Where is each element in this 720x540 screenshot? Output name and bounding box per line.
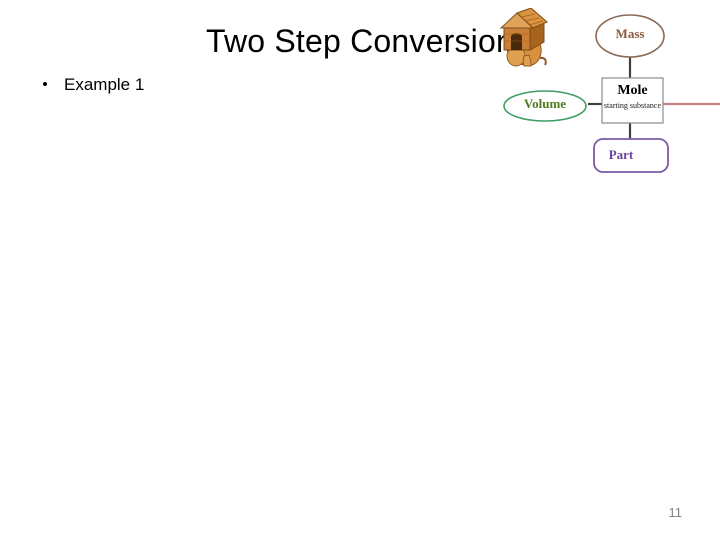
- page-number: 11: [668, 505, 683, 520]
- body-content: Example 1: [36, 73, 456, 97]
- node-mole-label: Mole: [617, 83, 648, 98]
- node-volume-shape: [503, 90, 587, 122]
- node-mass-shape: [595, 14, 665, 58]
- node-mole-sublabel: starting substance: [603, 101, 662, 110]
- node-mass-label: Mass: [615, 26, 645, 41]
- list-item-label: Example 1: [64, 75, 145, 94]
- page-title: Two Step Conversion: [206, 23, 514, 59]
- node-part-label: Part: [608, 147, 634, 162]
- node-part-shape: [593, 138, 669, 173]
- doghouse-clipart: [500, 8, 548, 51]
- node-volume-label: Volume: [523, 96, 567, 111]
- node-mole-shape: [601, 77, 664, 124]
- concept-map-diagram: Mass Volume Part Mole starting substance: [500, 8, 720, 188]
- bullet-dot-icon: [43, 82, 47, 86]
- list-item: Example 1: [36, 73, 456, 97]
